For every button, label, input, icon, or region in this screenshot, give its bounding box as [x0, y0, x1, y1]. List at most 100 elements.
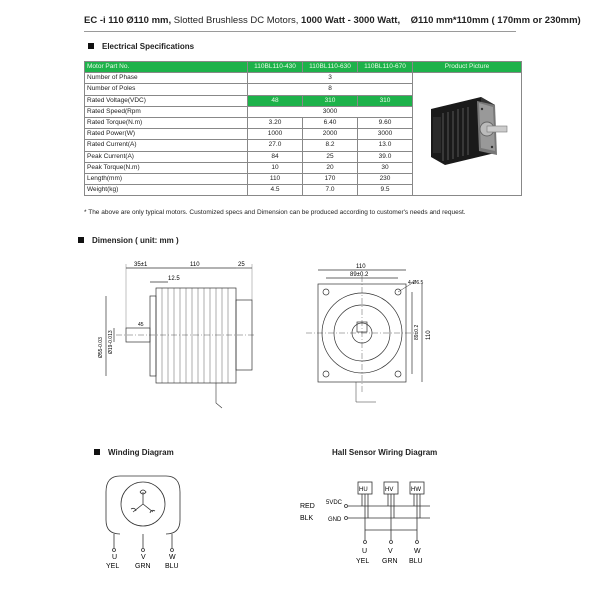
hall-sensor-label: HU: [359, 487, 368, 493]
row-value: 4.5: [247, 184, 303, 197]
table-row: Number of Phase 3: [84, 72, 522, 197]
footnote: * The above are only typical motors. Cus…: [84, 209, 466, 216]
spec-table-header: Motor Part No. 110BL110-430 110BL110-630…: [84, 60, 522, 74]
model-size: Ø110 mm*110mm ( 170mm or 230mm): [410, 15, 581, 26]
row-label: Peak Torque(N.m): [84, 161, 248, 174]
row-label: Number of Phase: [84, 72, 248, 85]
table-row: Weight(kg) 4.5 7.0 9.5: [84, 184, 522, 197]
winding-terminal-label: U: [112, 554, 117, 561]
row-value: 10: [247, 161, 303, 174]
row-value: 3.20: [247, 116, 303, 130]
row-value: 2000: [302, 128, 358, 141]
row-value: 30: [357, 161, 413, 174]
row-value: 25: [302, 150, 358, 163]
bullet-square-icon: [94, 449, 100, 455]
bullet-square-icon: [78, 237, 84, 243]
page-title: EC -i 110 Ø110 mm, Slotted Brushless DC …: [84, 15, 581, 26]
hall-sensor-label: HW: [411, 487, 421, 493]
row-value: 1000: [247, 128, 303, 141]
front-view-drawing: 110 89±0.2 4-Ø6.5 89±0.2 110: [306, 264, 432, 403]
dim-label: 110: [426, 330, 432, 340]
row-label: Length(mm): [84, 172, 248, 186]
hall-section-heading: Hall Sensor Wiring Diagram: [332, 448, 438, 457]
header-cell: 110BL110-630: [302, 60, 358, 74]
table-row: Rated Power(W) 1000 2000 3000: [84, 128, 522, 141]
winding-wire-color: BLU: [165, 563, 179, 570]
row-value: 3000: [247, 105, 413, 118]
dim-label: 4-Ø6.5: [408, 280, 424, 286]
hall-sensor-label: HV: [385, 487, 393, 493]
row-value: 9.60: [357, 116, 413, 130]
hall-terminal-label: U: [362, 548, 367, 555]
hall-wire-color: BLU: [409, 558, 423, 565]
winding-terminal-label: W: [169, 554, 176, 561]
side-view-drawing: 35±1 110 25 12.5 45 Ø55-0.03 Ø19-0.013: [98, 262, 256, 409]
winding-section-heading: Winding Diagram: [94, 448, 174, 457]
dim-label: 25: [238, 262, 245, 268]
hall-terminal-label: V: [388, 548, 393, 555]
row-label: Rated Speed(Rpm: [84, 105, 248, 118]
row-value: 230: [357, 172, 413, 186]
row-value: 8.2: [302, 139, 358, 152]
row-value: 13.0: [357, 139, 413, 152]
table-row: Peak Torque(N.m) 10 20 30: [84, 161, 522, 174]
row-label: Rated Power(W): [84, 128, 248, 141]
dim-label: 45: [138, 322, 144, 328]
dim-label: 35±1: [134, 262, 148, 268]
table-row: Rated Torque(N.m) 3.20 6.40 9.60: [84, 116, 522, 130]
dim-label: 110: [190, 262, 200, 268]
row-label: Weight(kg): [84, 184, 248, 197]
row-value: 3000: [357, 128, 413, 141]
hall-wire-color: GRN: [382, 558, 398, 565]
winding-terminal-label: V: [141, 554, 146, 561]
dim-label: 89±0.2: [350, 272, 369, 278]
header-cell: 110BL110-670: [357, 60, 413, 74]
dim-label: Ø55-0.03: [98, 337, 104, 358]
header-cell: Motor Part No.: [84, 60, 248, 74]
dim-label: 110: [356, 264, 366, 270]
wire-color-label: BLK: [300, 515, 314, 522]
dim-label: 12.5: [168, 276, 180, 282]
row-value: 310: [357, 94, 413, 107]
row-value: 310: [302, 94, 358, 107]
header-cell: 110BL110-430: [247, 60, 303, 74]
row-label: Number of Poles: [84, 83, 248, 96]
row-value: 20: [302, 161, 358, 174]
table-row: Rated Current(A) 27.0 8.2 13.0: [84, 139, 522, 152]
row-label: Rated Torque(N.m): [84, 116, 248, 130]
dim-label: Ø19-0.013: [108, 330, 114, 354]
model-desc: Slotted Brushless DC Motors,: [171, 15, 302, 26]
table-row: Peak Current(A) 84 25 39.0: [84, 150, 522, 163]
product-picture: [412, 72, 522, 197]
motor-image: [431, 97, 508, 166]
row-label: Rated Voltage(VDC): [84, 94, 248, 107]
wire-color-label: RED: [300, 503, 315, 510]
model-diameter: Ø110 mm,: [126, 15, 172, 26]
dim-label: 89±0.2: [414, 325, 420, 340]
row-value: 3: [247, 72, 413, 85]
dimension-section-heading: Dimension ( unit: mm ): [78, 236, 179, 245]
model-power: 1000 Watt - 3000 Watt,: [301, 15, 401, 26]
bullet-square-icon: [88, 43, 94, 49]
row-value: 84: [247, 150, 303, 163]
row-label: Rated Current(A): [84, 139, 248, 152]
electrical-section-heading: Electrical Specifications: [88, 42, 194, 51]
row-label: Peak Current(A): [84, 150, 248, 163]
row-value: 7.0: [302, 184, 358, 197]
hall-terminal-label: W: [414, 548, 421, 555]
supply-label: 5VDC: [326, 500, 343, 506]
table-row: Length(mm) 110 170 230: [84, 172, 522, 186]
model-prefix: EC -i 110: [84, 15, 124, 26]
row-value: 170: [302, 172, 358, 186]
winding-wire-color: GRN: [135, 563, 151, 570]
hall-sensor-diagram: HU HV HW RED 5VDC BLK GND U V W YEL GRN …: [300, 481, 430, 565]
title-divider: [84, 31, 516, 32]
row-value: 110: [247, 172, 303, 186]
row-value: 48: [247, 94, 303, 107]
row-value: 27.0: [247, 139, 303, 152]
row-value: 8: [247, 83, 413, 96]
row-value: 6.40: [302, 116, 358, 130]
header-cell: Product Picture: [412, 60, 522, 74]
winding-wire-color: YEL: [106, 563, 119, 570]
spec-table: Motor Part No. 110BL110-430 110BL110-630…: [84, 60, 522, 197]
